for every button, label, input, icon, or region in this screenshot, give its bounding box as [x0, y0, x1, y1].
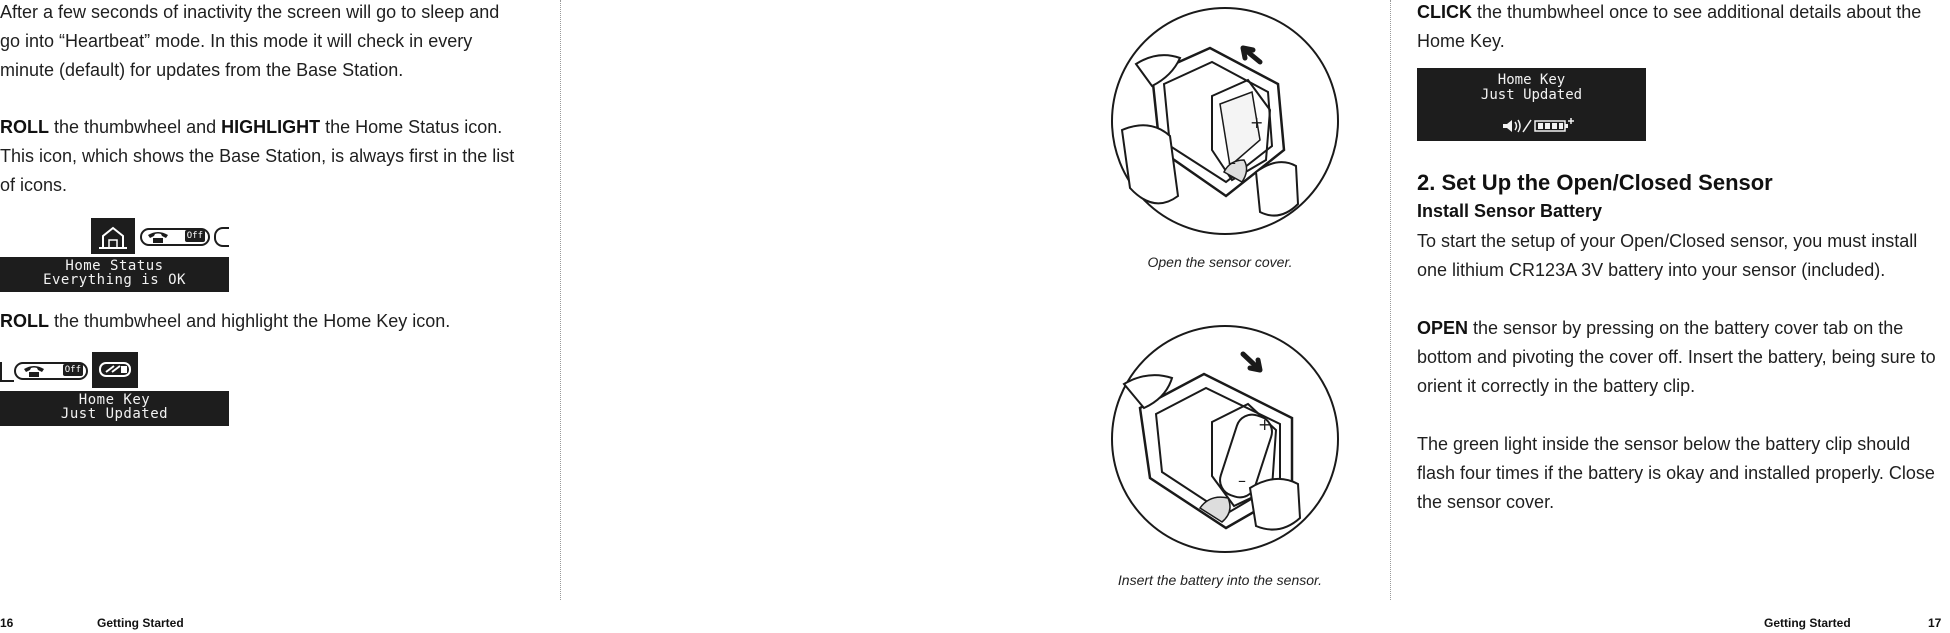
- footer-page-number-left: 16: [0, 616, 14, 630]
- click-instruction: CLICK the thumbwheel once to see additio…: [1417, 0, 1937, 56]
- phone-icon: [148, 232, 168, 243]
- footer-section-right: Getting Started: [1764, 616, 1851, 630]
- minus-sign: –: [1238, 471, 1246, 490]
- home-status-icon-highlight: [91, 218, 135, 254]
- home-key-icon: [99, 362, 131, 377]
- page-divider-right: [1390, 0, 1391, 600]
- instruction-text: the thumbwheel once to see additional de…: [1417, 2, 1922, 51]
- base-station-icon-partial: [0, 362, 14, 382]
- lcd-status-bar: Home Key Just Updated: [0, 391, 229, 426]
- roll-keyword: ROLL: [0, 117, 49, 137]
- instruction-text: the thumbwheel and highlight the Home Ke…: [49, 311, 451, 331]
- lcd-line-1: Home Status: [65, 258, 164, 274]
- sensor-open-cover-drawing: + –: [1111, 7, 1339, 235]
- green-light-paragraph: The green light inside the sensor below …: [1417, 430, 1937, 517]
- paragraph-text: The green light inside the sensor below …: [1417, 434, 1935, 512]
- lcd-home-key-details-screen: Home Key Just Updated: [1417, 68, 1646, 141]
- click-keyword: CLICK: [1417, 2, 1472, 22]
- lcd-home-status-screen: Off Home Status Everything is OK: [0, 218, 229, 292]
- off-badge: Off: [184, 230, 205, 242]
- roll-keyword: ROLL: [0, 311, 49, 331]
- home-key-instruction: ROLL the thumbwheel and highlight the Ho…: [0, 307, 520, 336]
- phone-off-icon: Off: [14, 362, 88, 380]
- minus-sign: –: [1228, 153, 1236, 172]
- lcd-line-1: Home Key: [78, 392, 151, 408]
- lcd-text: Home Key Just Updated: [1417, 68, 1646, 103]
- speaker-icon: [1503, 120, 1512, 132]
- plus-sign: +: [1258, 415, 1271, 434]
- open-keyword: OPEN: [1417, 318, 1469, 338]
- lcd-home-key-screen: Off Home Key Just Updated: [0, 352, 229, 426]
- instruction-text: the sensor by pressing on the battery co…: [1417, 318, 1936, 396]
- lcd-line-2: Just Updated: [60, 406, 169, 422]
- insert-battery-illustration: + –: [1100, 318, 1340, 558]
- off-badge: Off: [62, 364, 83, 376]
- footer-section-left: Getting Started: [97, 616, 184, 630]
- open-instruction: OPEN the sensor by pressing on the batte…: [1417, 314, 1937, 401]
- plus-sign: +: [1250, 113, 1263, 132]
- caption-insert-battery: Insert the battery into the sensor.: [1117, 572, 1323, 588]
- lcd-icon-strip: Off: [0, 218, 229, 254]
- lcd-line-2: Everything is OK: [43, 272, 186, 288]
- lcd-icon-strip: Off: [0, 352, 229, 388]
- lcd-line-2: Just Updated: [1480, 87, 1583, 103]
- highlight-keyword: HIGHLIGHT: [221, 117, 321, 137]
- home-key-icon-highlight: [92, 352, 138, 388]
- lcd-line-1: Home Key: [1497, 72, 1566, 88]
- intro-text: After a few seconds of inactivity the sc…: [0, 2, 500, 80]
- footer-page-number-right: 17: [1928, 616, 1942, 630]
- open-sensor-illustration: + –: [1100, 0, 1340, 240]
- next-icon-partial: [214, 227, 229, 247]
- caption-open-cover: Open the sensor cover.: [1147, 254, 1293, 270]
- subsection-heading: Install Sensor Battery: [1417, 201, 1603, 221]
- lcd-status-bar: Home Status Everything is OK: [0, 257, 229, 292]
- section-heading: 2. Set Up the Open/Closed Sensor: [1417, 170, 1773, 195]
- sensor-insert-battery-drawing: + –: [1111, 325, 1339, 553]
- signal-battery-status-icons: [1503, 118, 1574, 133]
- battery-intro-paragraph: To start the setup of your Open/Closed s…: [1417, 227, 1937, 285]
- paragraph-text: To start the setup of your Open/Closed s…: [1417, 231, 1918, 280]
- base-station-icon: [99, 226, 127, 249]
- instruction-text: the Home Status icon. This icon, which s…: [0, 117, 515, 195]
- phone-icon: [24, 366, 44, 377]
- phone-off-icon: Off: [140, 228, 210, 246]
- page-divider-left: [560, 0, 561, 600]
- highlight-instruction: ROLL the thumbwheel and HIGHLIGHT the Ho…: [0, 113, 520, 200]
- instruction-text: the thumbwheel and: [49, 117, 222, 137]
- intro-paragraph: After a few seconds of inactivity the sc…: [0, 0, 520, 85]
